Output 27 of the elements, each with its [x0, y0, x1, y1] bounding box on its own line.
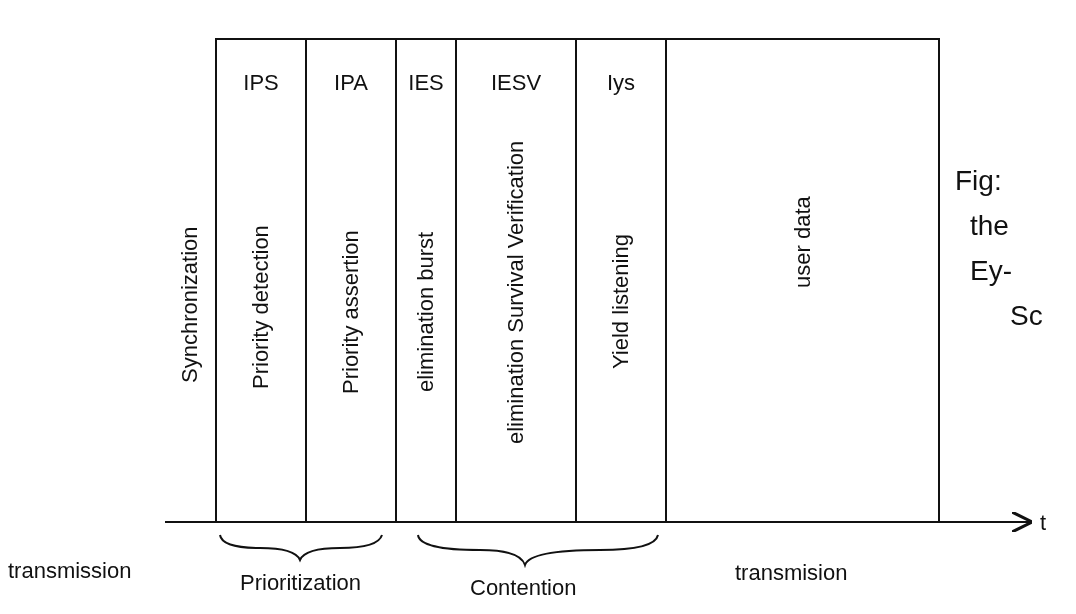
time-slot-column: [215, 38, 305, 522]
slot-name: elimination Survival Verification: [502, 139, 529, 446]
time-slot-column: [665, 38, 940, 522]
slot-abbreviation: IPA: [333, 70, 369, 96]
figure-note: the: [970, 210, 1009, 242]
slot-name: Yield listening: [607, 233, 634, 372]
phase-label: transmission: [8, 558, 132, 584]
figure-note: Fig:: [955, 165, 1002, 197]
phase-label: Prioritization: [240, 570, 362, 596]
figure-note: Ey-: [970, 255, 1012, 287]
slot-name: Priority assertion: [337, 229, 364, 396]
time-slot-column: [455, 38, 575, 522]
slot-abbreviation: Iys: [605, 70, 637, 96]
slot-abbreviation: IES: [407, 70, 445, 96]
axis-label: t: [1040, 510, 1047, 536]
slot-name: Priority detection: [247, 224, 274, 391]
slot-name: Synchronization: [176, 225, 203, 386]
time-slot-column: [305, 38, 395, 522]
phase-label: Contention: [470, 575, 577, 601]
slot-name: user data: [788, 195, 816, 290]
slot-name: elimination burst: [412, 230, 439, 395]
time-slot-column: [395, 38, 455, 522]
slot-abbreviation: IPS: [242, 70, 280, 96]
slot-abbreviation: IESV: [489, 70, 543, 96]
time-slot-column: [575, 38, 665, 522]
figure-note: Sc: [1010, 300, 1043, 332]
phase-label: transmision: [735, 560, 848, 586]
